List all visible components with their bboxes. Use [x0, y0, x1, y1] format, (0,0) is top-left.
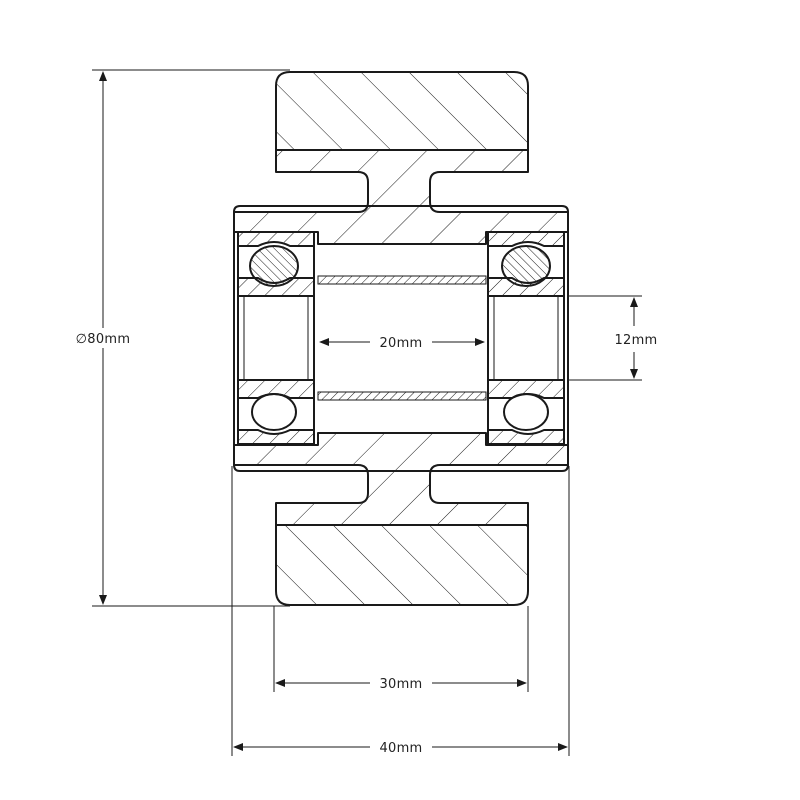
dimension-tread-width-label: 30mm — [379, 677, 422, 692]
tyre-top — [275, 71, 529, 151]
bearing-left — [237, 231, 315, 445]
dimension-overall-width-label: 40mm — [379, 741, 422, 756]
dimension-outer-diameter-label: ∅80mm — [76, 332, 131, 347]
hub-top — [233, 149, 569, 245]
dimension-overall-width: 40mm — [231, 466, 570, 756]
dimension-spacer: 12mm — [568, 295, 657, 381]
dimension-bore: 20mm — [319, 336, 485, 351]
dimension-tread-width: 30mm — [273, 606, 529, 692]
hub-bottom — [233, 432, 569, 526]
dimension-outer-diameter: ∅80mm — [60, 69, 290, 607]
spacer-tube — [317, 243, 487, 434]
tyre-bottom — [275, 524, 529, 606]
dimension-bore-label: 20mm — [379, 336, 422, 351]
bearing-right — [487, 231, 565, 445]
hub-housing — [233, 205, 569, 472]
dimension-spacer-label: 12mm — [614, 333, 657, 348]
